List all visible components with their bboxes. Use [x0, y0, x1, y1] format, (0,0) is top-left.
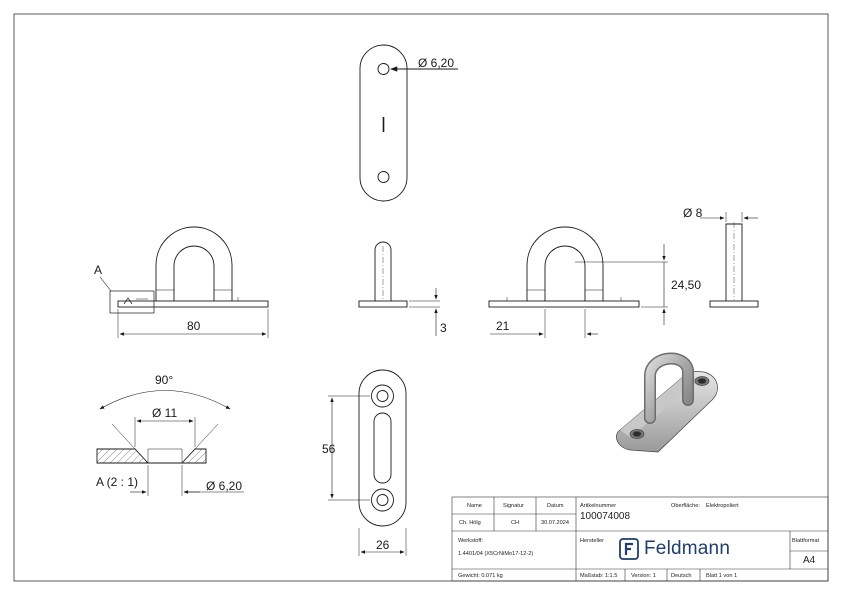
dim-diameter-8: Ø 8 — [683, 206, 703, 220]
tb-language: Deutsch — [671, 573, 692, 579]
dim-detail-hole: Ø 6,20 — [206, 479, 242, 493]
dim-plate-thickness: 3 — [440, 321, 447, 335]
side-view-center — [358, 241, 440, 336]
front-view-left — [99, 226, 269, 338]
tb-date-value: 30.07.2024 — [541, 520, 569, 526]
tb-name-value: Ch. Hölg — [459, 520, 481, 526]
tb-format-label: Blattformat — [792, 538, 820, 544]
tb-article-number: 100074008 — [580, 511, 631, 522]
tb-surface-value: Elektropoliert — [706, 503, 739, 509]
tb-version: Version: 1 — [631, 573, 656, 579]
top-view — [359, 44, 458, 202]
brand-name: Feldmann — [644, 538, 731, 559]
tb-article-label: Artikelnummer — [580, 503, 617, 509]
dim-height: 24,50 — [671, 278, 701, 292]
front-view-right — [488, 226, 668, 338]
detail-title: A (2 : 1) — [96, 475, 138, 489]
side-view-right — [700, 212, 759, 308]
tb-material-value: 1.4401/04 (X5CrNiMo17-12-2) — [458, 551, 534, 557]
dim-total-length: 80 — [187, 319, 201, 333]
isometric-view — [616, 352, 718, 453]
title-block — [451, 496, 829, 582]
tb-date-header: Datum — [547, 503, 564, 509]
tb-manufacturer-label: Hersteller — [580, 538, 604, 544]
dim-hole-spacing: 56 — [322, 442, 336, 456]
tb-weight: Gewicht: 0.071 kg — [458, 573, 503, 579]
feldmann-logo: Feldmann — [619, 538, 730, 560]
tb-material-label: Werkstoff: — [458, 538, 483, 544]
tb-surface-label: Oberfläche: — [671, 503, 700, 509]
tb-signature-header: Signatur — [503, 503, 524, 509]
dim-countersink: Ø 11 — [152, 406, 177, 420]
bottom-view — [328, 369, 407, 556]
tb-sheet: Blatt 1 von 1 — [706, 573, 738, 579]
detail-view-a — [96, 390, 244, 496]
sheet-border — [13, 13, 829, 582]
dim-hole-offset: 21 — [496, 319, 510, 333]
tb-format-value: A4 — [803, 555, 816, 566]
label-section-a: A — [94, 263, 102, 277]
tb-signature-value: CH — [511, 520, 520, 526]
tb-name-header: Name — [467, 503, 482, 509]
dim-angle: 90° — [155, 373, 173, 387]
dim-hole-top: Ø 6,20 — [418, 56, 454, 70]
feldmann-f-logo-icon — [619, 538, 639, 560]
dim-plate-width: 26 — [376, 538, 390, 552]
tb-scale: Maßstab: 1:1.5 — [580, 573, 618, 579]
